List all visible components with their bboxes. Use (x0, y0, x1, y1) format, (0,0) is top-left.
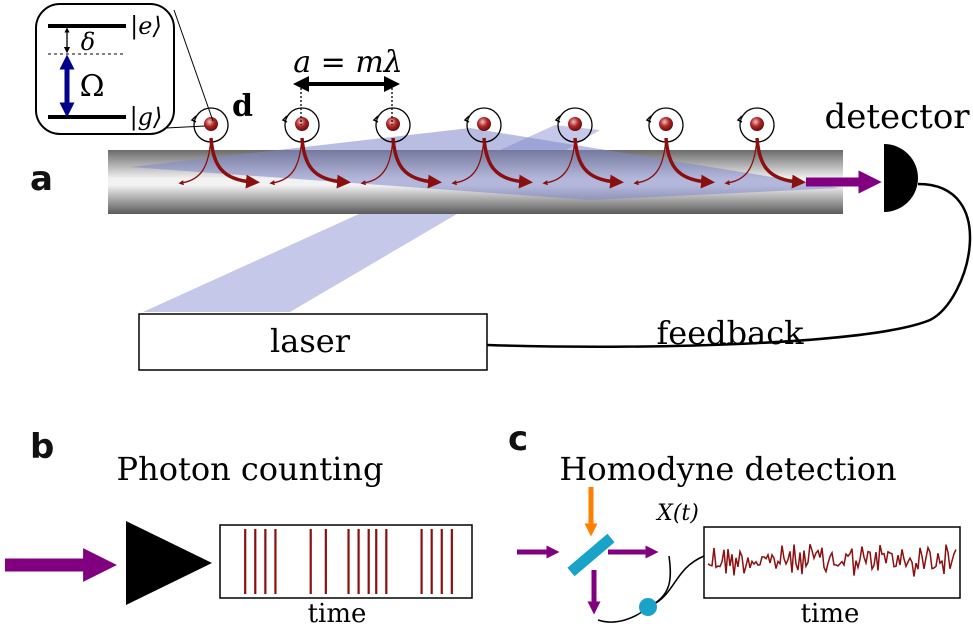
atom (178, 107, 260, 189)
emission-backward (451, 137, 485, 186)
emission-forward (391, 137, 442, 189)
emission-backward (360, 137, 394, 186)
feedback-wire (486, 182, 972, 348)
homodyne-time-label: time (801, 599, 860, 628)
atom-sphere (295, 117, 309, 131)
panel-a-letter: a (30, 159, 53, 199)
photon-time-label: time (308, 599, 367, 628)
emission-forward (209, 137, 260, 189)
beam-splitter (567, 533, 615, 577)
atom (724, 107, 806, 189)
orbit-arrowhead (281, 115, 288, 123)
emission-backward (269, 137, 303, 186)
orbit-arrowhead (372, 115, 379, 123)
atom-sphere (204, 117, 218, 131)
atom (451, 107, 533, 189)
emission-backward (633, 137, 667, 186)
atom-sphere (386, 117, 400, 131)
dipole-label: d (232, 89, 253, 124)
homodyne-noise-trace (707, 543, 957, 577)
emission-forward (755, 137, 806, 189)
click-record-box (219, 524, 473, 599)
atom-sphere (750, 117, 764, 131)
emission-forward (664, 137, 715, 189)
laser-beam-upper (130, 128, 840, 200)
photon-counting-title: Photon counting (117, 450, 384, 488)
atom (542, 107, 624, 189)
feedback-label: feedback (656, 314, 804, 352)
level-diagram: δ Ω |e⟩ |g⟩ (35, 3, 214, 135)
panel-c-letter: c (508, 419, 528, 459)
emission-backward (724, 137, 758, 186)
emission-forward (573, 137, 624, 189)
atom (360, 107, 442, 189)
laser-label: laser (270, 322, 351, 360)
wire-to-signal (655, 555, 705, 604)
rabi-label: Ω (80, 69, 105, 104)
panel-a: a detector feedback laser a = mλ d (30, 3, 972, 371)
emission-backward (542, 137, 576, 186)
inset-pointer-bottom (165, 125, 206, 129)
excited-state-label: |e⟩ (130, 12, 162, 41)
detector-icon (884, 144, 918, 212)
spacing-label: a = mλ (293, 45, 403, 80)
quadrature-label: X(t) (655, 501, 699, 526)
emission-backward (178, 137, 212, 186)
atom-sphere (477, 117, 491, 131)
orbit-arrowhead (736, 115, 743, 123)
panel-b-letter: b (30, 427, 54, 467)
panel-b: b Photon counting time (5, 427, 473, 628)
orbit-arrowhead (554, 115, 561, 123)
atom-chain (178, 107, 806, 189)
photon-click-train (244, 529, 453, 594)
laser-box (138, 313, 488, 371)
atom-sphere (659, 117, 673, 131)
balanced-detector-icon (639, 598, 657, 616)
atom (269, 107, 351, 189)
orbit-arrowhead (190, 115, 197, 123)
atom (633, 107, 715, 189)
atom-sphere (568, 117, 582, 131)
emission-forward (482, 137, 533, 189)
emission-forward (300, 137, 351, 189)
inset-pointer-top (173, 9, 214, 122)
panel-c: c Homodyne detection X(t) time (508, 419, 961, 628)
orbit-arrowhead (645, 115, 652, 123)
homodyne-title: Homodyne detection (559, 450, 896, 488)
ground-state-label: |g⟩ (130, 103, 163, 132)
photon-detector-icon (126, 521, 212, 605)
detuning-label: δ (81, 28, 95, 56)
orbit-arrowhead (463, 115, 470, 123)
detector-label: detector (824, 97, 970, 137)
